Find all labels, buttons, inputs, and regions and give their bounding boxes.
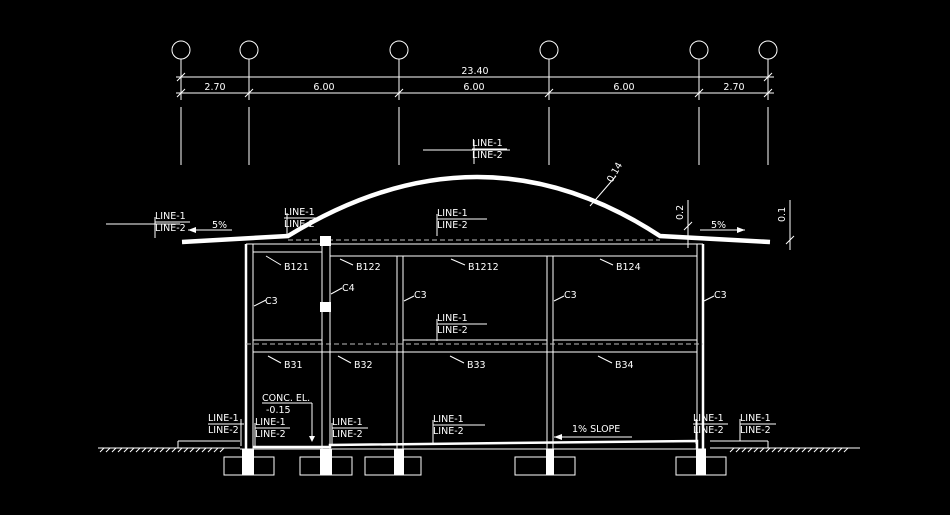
level-marker: LINE-1 LINE-2: [436, 208, 487, 236]
dimension-span: 6.00: [313, 82, 334, 93]
beam-label: B121: [284, 262, 309, 273]
svg-text:LINE-2: LINE-2: [155, 223, 186, 234]
column-label: C3: [714, 290, 727, 301]
beam-label: B34: [615, 360, 634, 371]
footings: [223, 449, 727, 476]
roof-edge-thickness: 0.2: [675, 205, 686, 220]
level-marker: LINE-1 LINE-2: [472, 138, 507, 164]
bay: [552, 255, 698, 341]
dimension-total: 23.40: [461, 66, 488, 77]
svg-text:LINE-2: LINE-2: [693, 425, 724, 436]
column-label: C4: [342, 283, 355, 294]
svg-text:LINE-1: LINE-1: [472, 138, 503, 149]
column-labels: C3 C4 C3 C3 C3: [253, 283, 727, 307]
level-marker: LINE-1 LINE-2: [208, 413, 244, 446]
conc-el-label: CONC. EL.: [262, 393, 310, 404]
column-c4-top: [320, 236, 331, 246]
level-marker: LINE-1 LINE-2: [331, 417, 368, 446]
dimension-span: 2.70: [204, 82, 225, 93]
level-marker: LINE-1 LINE-2: [284, 207, 318, 238]
svg-text:LINE-2: LINE-2: [740, 425, 771, 436]
beam-label: B32: [354, 360, 373, 371]
column-label: C3: [564, 290, 577, 301]
roof-slope-right: 5%: [711, 220, 726, 231]
parapet-thickness: 0.1: [777, 207, 788, 222]
bay: [402, 255, 548, 341]
level-marker: LINE-1 LINE-2: [254, 417, 290, 446]
conc-el-value: -0.15: [266, 405, 291, 416]
column-label: C3: [414, 290, 427, 301]
dimension-span: 6.00: [463, 82, 484, 93]
svg-text:LINE-2: LINE-2: [433, 426, 464, 437]
roof-slope-left: 5%: [212, 220, 227, 231]
level-marker: LINE-1 LINE-2: [154, 211, 190, 238]
ground-hatch: [98, 440, 860, 453]
roof: 5% 5% 0.14 0.2 0.1: [106, 149, 795, 250]
beam-label: B122: [356, 262, 381, 273]
floor-notes: CONC. EL. -0.15 1% SLOPE: [262, 393, 632, 442]
svg-text:LINE-1: LINE-1: [155, 211, 186, 222]
ground-slab: [253, 439, 699, 449]
level-marker: LINE-1 LINE-2: [739, 413, 776, 441]
building-frame: [240, 236, 706, 450]
beam-label: B33: [467, 360, 486, 371]
beam-label: B124: [616, 262, 641, 273]
beam-labels: B121 B122 B1212 B124 B31 B32 B33 B34: [265, 255, 641, 371]
svg-text:LINE-2: LINE-2: [437, 325, 468, 336]
column-label: C3: [265, 296, 278, 307]
svg-text:LINE-1: LINE-1: [693, 413, 724, 424]
level-marker: LINE-1 LINE-2: [693, 413, 728, 444]
svg-text:LINE-2: LINE-2: [255, 429, 286, 440]
level-marker: LINE-1 LINE-2: [436, 313, 487, 341]
svg-text:LINE-1: LINE-1: [437, 208, 468, 219]
level-markers: LINE-1 LINE-2 LINE-1 LINE-2 LINE-1 LINE-…: [154, 138, 776, 446]
svg-text:LINE-2: LINE-2: [284, 219, 315, 230]
bay: [252, 251, 323, 341]
svg-text:LINE-1: LINE-1: [740, 413, 771, 424]
beam-label: B1212: [468, 262, 499, 273]
svg-text:LINE-2: LINE-2: [437, 220, 468, 231]
dimension-span: 6.00: [613, 82, 634, 93]
dimension-lines: 23.40 2.70 6.00 6.00 6.00 2.70: [176, 66, 774, 98]
column-c4-mid: [320, 302, 331, 312]
level-marker: LINE-1 LINE-2: [432, 414, 485, 444]
svg-text:LINE-1: LINE-1: [437, 313, 468, 324]
svg-text:LINE-1: LINE-1: [332, 417, 363, 428]
svg-text:LINE-1: LINE-1: [433, 414, 464, 425]
svg-text:LINE-2: LINE-2: [332, 429, 363, 440]
roof-slab: [181, 174, 771, 245]
floor-slope-label: 1% SLOPE: [572, 424, 620, 435]
svg-text:LINE-1: LINE-1: [255, 417, 286, 428]
dimension-span: 2.70: [723, 82, 744, 93]
svg-text:LINE-2: LINE-2: [208, 425, 239, 436]
svg-text:LINE-1: LINE-1: [208, 413, 239, 424]
svg-text:LINE-2: LINE-2: [472, 150, 503, 161]
svg-text:LINE-1: LINE-1: [284, 207, 315, 218]
beam-label: B31: [284, 360, 303, 371]
